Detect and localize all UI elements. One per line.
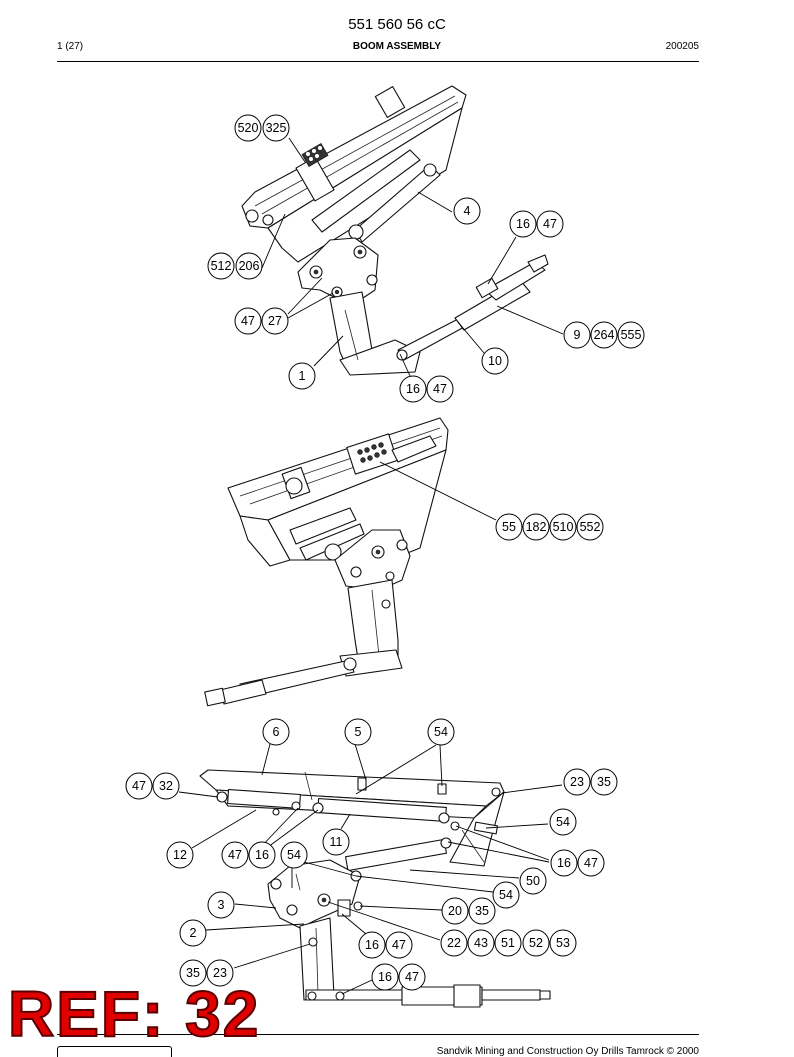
view1-leaders xyxy=(261,137,564,377)
callout-22-43-51-52-53: 22 43 51 52 53 xyxy=(440,929,577,957)
svg-text:54: 54 xyxy=(434,725,448,739)
svg-text:11: 11 xyxy=(330,835,343,849)
svg-text:4: 4 xyxy=(464,204,471,218)
view3-leaders xyxy=(178,743,563,995)
svg-text:35: 35 xyxy=(186,966,200,980)
svg-text:520: 520 xyxy=(238,121,259,135)
company-logo xyxy=(57,1046,172,1057)
svg-text:552: 552 xyxy=(580,520,601,534)
svg-text:53: 53 xyxy=(556,936,570,950)
page-title: BOOM ASSEMBLY xyxy=(352,41,442,52)
svg-text:206: 206 xyxy=(239,259,260,273)
svg-text:47: 47 xyxy=(228,848,242,862)
callout-16-47-e: 16 47 xyxy=(371,963,426,991)
svg-text:16: 16 xyxy=(378,970,392,984)
callout-16-47-d: 16 47 xyxy=(358,931,413,959)
callout-47-27: 47 27 xyxy=(234,307,289,335)
ref-stamp: REF: 32 xyxy=(7,978,261,1050)
callout-2: 2 xyxy=(179,919,207,947)
svg-text:510: 510 xyxy=(553,520,574,534)
svg-text:6: 6 xyxy=(273,725,280,739)
view1-boom-drawing xyxy=(241,85,549,376)
callout-1: 1 xyxy=(288,362,316,390)
svg-text:54: 54 xyxy=(499,888,513,902)
svg-text:47: 47 xyxy=(241,314,255,328)
svg-text:16: 16 xyxy=(365,938,379,952)
document-code: 551 560 56 cC xyxy=(348,16,446,33)
svg-text:5: 5 xyxy=(355,725,362,739)
svg-text:2: 2 xyxy=(190,926,197,940)
svg-text:264: 264 xyxy=(594,328,615,342)
callout-54-c: 54 xyxy=(280,841,308,869)
callout-54-a: 54 xyxy=(427,718,455,746)
view2-leaders xyxy=(379,461,497,521)
svg-text:512: 512 xyxy=(211,259,232,273)
footer-rule xyxy=(57,1034,699,1035)
view3-exploded-drawing xyxy=(199,769,551,1008)
callout-35-23: 35 23 xyxy=(179,959,234,987)
callout-10: 10 xyxy=(481,347,509,375)
callout-16-47-a: 16 47 xyxy=(509,210,564,238)
callout-16-47-b: 16 47 xyxy=(399,375,454,403)
svg-text:16: 16 xyxy=(406,382,420,396)
callout-5: 5 xyxy=(344,718,372,746)
svg-text:27: 27 xyxy=(268,314,282,328)
svg-text:47: 47 xyxy=(132,779,146,793)
svg-text:51: 51 xyxy=(501,936,515,950)
svg-text:3: 3 xyxy=(218,898,225,912)
svg-text:52: 52 xyxy=(529,936,543,950)
header-rule xyxy=(57,61,699,62)
callout-512-206: 512 206 xyxy=(207,252,263,280)
callout-6: 6 xyxy=(262,718,290,746)
svg-text:54: 54 xyxy=(287,848,301,862)
svg-text:22: 22 xyxy=(447,936,461,950)
callout-50: 50 xyxy=(519,867,547,895)
svg-text:16: 16 xyxy=(516,217,530,231)
callout-54-d: 54 xyxy=(492,881,520,909)
svg-text:555: 555 xyxy=(621,328,642,342)
svg-text:47: 47 xyxy=(584,856,598,870)
svg-text:47: 47 xyxy=(433,382,447,396)
svg-text:35: 35 xyxy=(475,904,489,918)
svg-text:47: 47 xyxy=(405,970,419,984)
svg-text:32: 32 xyxy=(159,779,173,793)
callout-47-32: 47 32 xyxy=(125,772,180,800)
svg-text:1: 1 xyxy=(299,369,306,383)
callout-4: 4 xyxy=(453,197,481,225)
callout-47-16: 47 16 xyxy=(221,841,276,869)
svg-text:55: 55 xyxy=(502,520,516,534)
svg-text:50: 50 xyxy=(526,874,540,888)
svg-text:23: 23 xyxy=(213,966,227,980)
svg-text:12: 12 xyxy=(173,848,187,862)
svg-text:35: 35 xyxy=(597,775,611,789)
svg-text:9: 9 xyxy=(574,328,581,342)
svg-text:20: 20 xyxy=(448,904,462,918)
callout-23-35: 23 35 xyxy=(563,768,618,796)
document-date: 200205 xyxy=(665,41,699,52)
callout-54-b: 54 xyxy=(549,808,577,836)
svg-text:54: 54 xyxy=(556,815,570,829)
callout-20-35: 20 35 xyxy=(441,897,496,925)
svg-text:16: 16 xyxy=(557,856,571,870)
svg-text:47: 47 xyxy=(392,938,406,952)
callout-11: 11 xyxy=(322,828,350,856)
svg-text:23: 23 xyxy=(570,775,584,789)
svg-text:182: 182 xyxy=(526,520,547,534)
svg-text:16: 16 xyxy=(255,848,269,862)
callout-12: 12 xyxy=(166,841,194,869)
callout-520-325: 520 325 xyxy=(234,114,290,142)
svg-text:325: 325 xyxy=(266,121,287,135)
callout-16-47-c: 16 47 xyxy=(550,849,605,877)
callout-55-182-510-552: 55 182 510 552 xyxy=(495,513,604,541)
footer-copyright: Sandvik Mining and Construction Oy Drill… xyxy=(436,1046,699,1057)
callout-9-264-555: 9 264 555 xyxy=(563,321,645,349)
callout-3: 3 xyxy=(207,891,235,919)
svg-text:47: 47 xyxy=(543,217,557,231)
svg-text:43: 43 xyxy=(474,936,488,950)
svg-text:10: 10 xyxy=(488,354,502,368)
view2-boom-drawing xyxy=(204,417,449,707)
page-number: 1 (27) xyxy=(57,41,84,52)
